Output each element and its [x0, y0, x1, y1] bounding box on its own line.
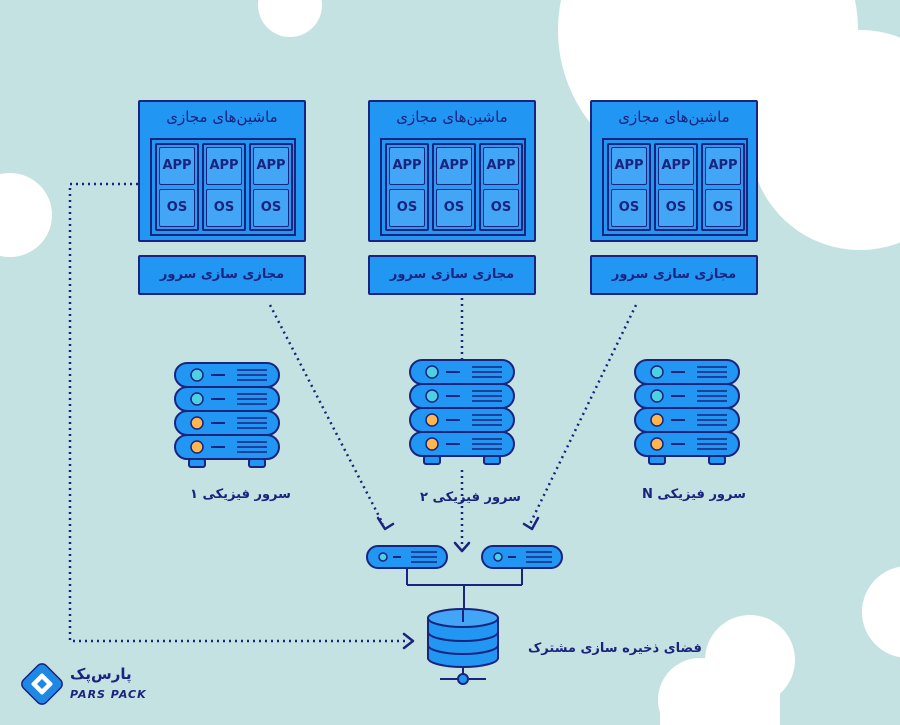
- shared-storage-label: فضای ذخیره سازی مشترک: [528, 641, 702, 656]
- hypervisor-box-2: مجازی سازی سرور: [368, 255, 536, 295]
- network-switch-left-icon: [366, 545, 448, 569]
- physical-server-1-icon: [174, 362, 280, 468]
- vm-column: APP OS: [607, 143, 651, 231]
- os-cell: OS: [159, 189, 195, 227]
- os-cell: OS: [253, 189, 289, 227]
- vm-column: APP OS: [249, 143, 293, 231]
- os-cell: OS: [483, 189, 519, 227]
- hypervisor-box-3: مجازی سازی سرور: [590, 255, 758, 295]
- physical-server-1-label: سرور فیزیکی ۱: [190, 487, 291, 502]
- os-cell: OS: [389, 189, 425, 227]
- physical-server-2-icon: [409, 359, 515, 465]
- vm-group-title: ماشین‌های مجازی: [396, 108, 508, 126]
- brand-name-fa: پارس‌پک: [70, 665, 132, 683]
- app-cell: APP: [206, 147, 242, 185]
- vm-group-1: ماشین‌های مجازی APP OS APP OS APP OS: [138, 100, 306, 242]
- parspack-logo-icon: [21, 663, 63, 705]
- vm-column: APP OS: [202, 143, 246, 231]
- connector-lines: [68, 182, 638, 643]
- vm-group-title: ماشین‌های مجازی: [166, 108, 278, 126]
- switch-links: [406, 568, 523, 610]
- vm-column: APP OS: [432, 143, 476, 231]
- physical-server-n-label: سرور فیزیکی N: [642, 487, 746, 502]
- vm-column: APP OS: [654, 143, 698, 231]
- os-cell: OS: [658, 189, 694, 227]
- physical-server-n-icon: [634, 359, 740, 465]
- os-cell: OS: [705, 189, 741, 227]
- physical-server-2-label: سرور فیزیکی ۲: [420, 490, 521, 505]
- app-cell: APP: [611, 147, 647, 185]
- vm-grid: APP OS APP OS APP OS: [602, 138, 748, 236]
- app-cell: APP: [436, 147, 472, 185]
- app-cell: APP: [159, 147, 195, 185]
- vm-grid: APP OS APP OS APP OS: [150, 138, 296, 236]
- os-cell: OS: [611, 189, 647, 227]
- vm-column: APP OS: [479, 143, 523, 231]
- shared-storage-icon: [427, 608, 499, 685]
- app-cell: APP: [705, 147, 741, 185]
- vm-column: APP OS: [701, 143, 745, 231]
- vm-grid: APP OS APP OS APP OS: [380, 138, 526, 236]
- vm-column: APP OS: [155, 143, 199, 231]
- os-cell: OS: [206, 189, 242, 227]
- app-cell: APP: [483, 147, 519, 185]
- app-cell: APP: [389, 147, 425, 185]
- os-cell: OS: [436, 189, 472, 227]
- arrow-heads: [376, 516, 540, 650]
- vm-group-2: ماشین‌های مجازی APP OS APP OS APP OS: [368, 100, 536, 242]
- app-cell: APP: [253, 147, 289, 185]
- app-cell: APP: [658, 147, 694, 185]
- vm-group-3: ماشین‌های مجازی APP OS APP OS APP OS: [590, 100, 758, 242]
- brand-name-en: PARS PACK: [70, 688, 147, 701]
- vm-column: APP OS: [385, 143, 429, 231]
- network-switch-right-icon: [481, 545, 563, 569]
- hypervisor-box-1: مجازی سازی سرور: [138, 255, 306, 295]
- vm-group-title: ماشین‌های مجازی: [618, 108, 730, 126]
